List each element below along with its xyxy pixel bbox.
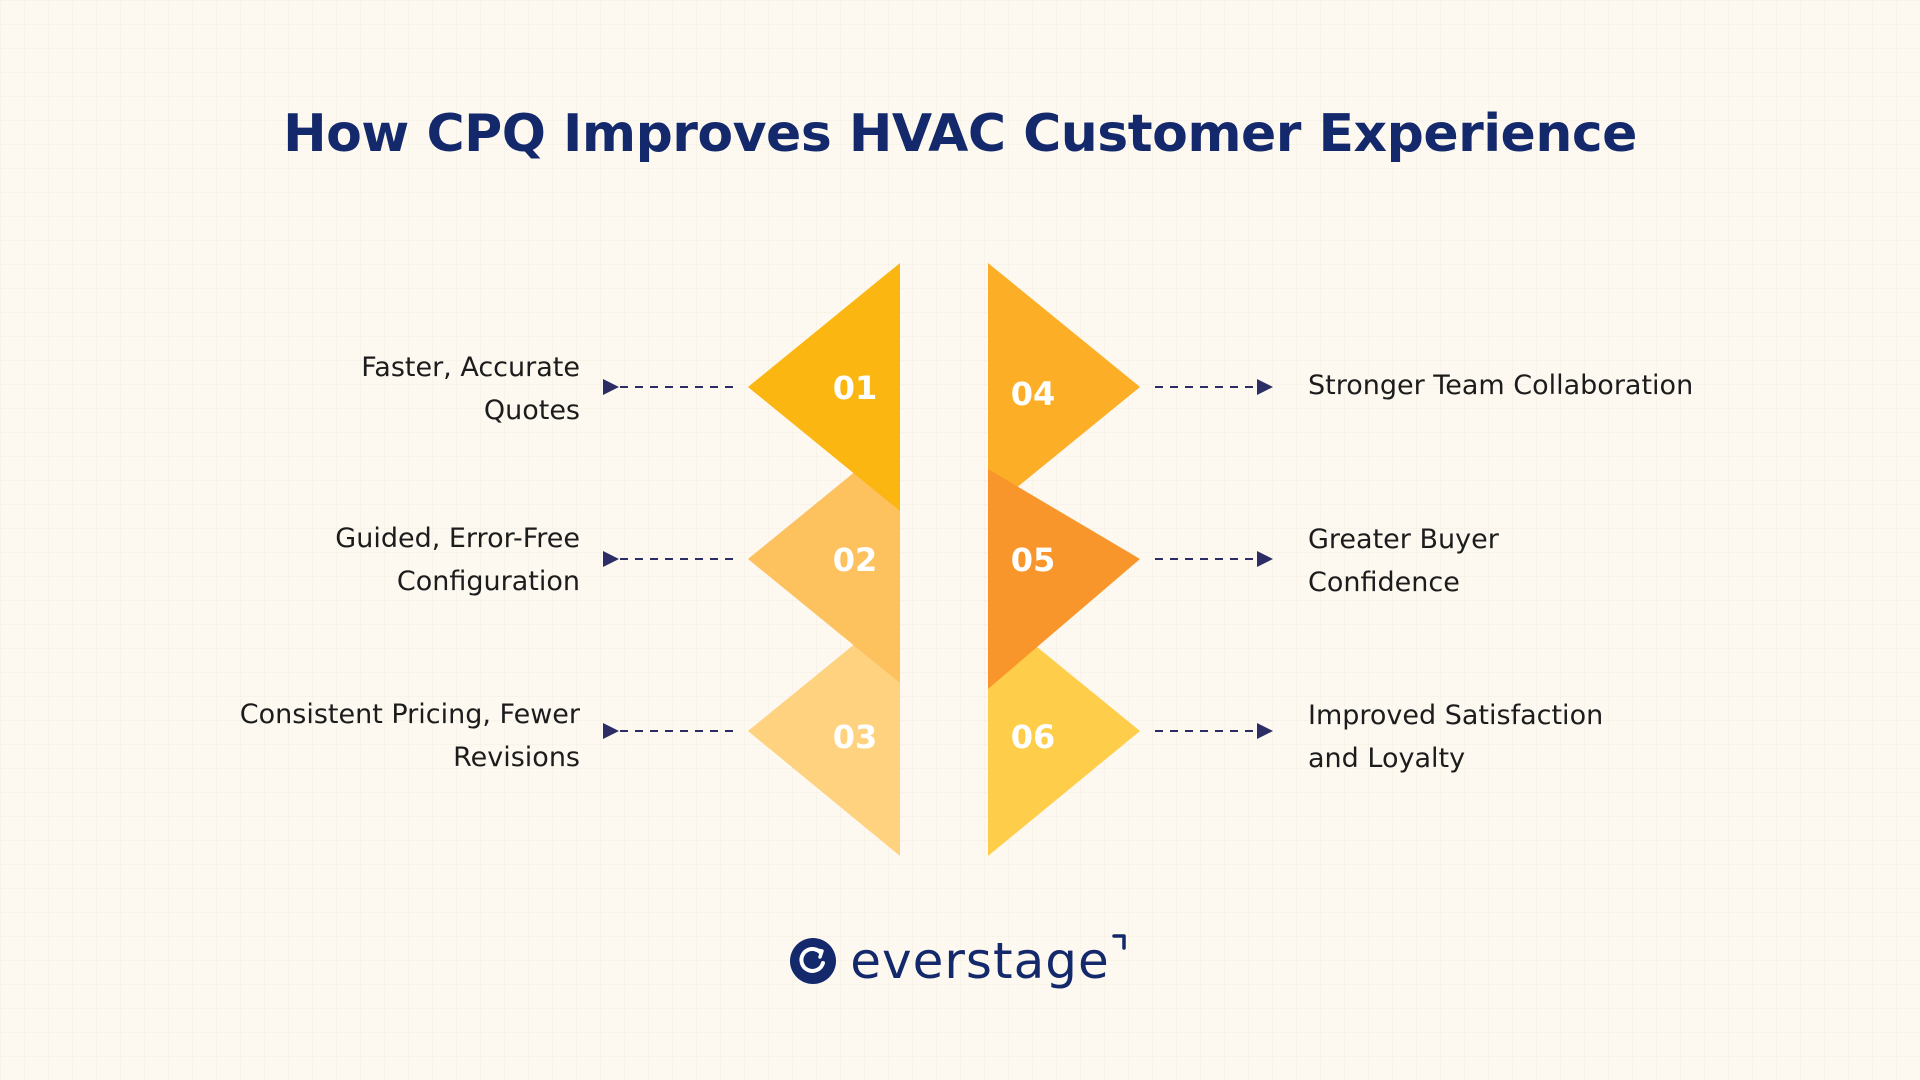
benefit-label-02: Guided, Error-Free Configuration	[160, 517, 580, 603]
brand-logo: everstage	[0, 932, 1920, 990]
triangle-01	[748, 263, 900, 511]
everstage-logo-icon	[790, 938, 837, 984]
benefit-label-01: Faster, Accurate Quotes	[160, 346, 580, 432]
benefit-02-line-1: Guided, Error-Free	[335, 523, 580, 554]
benefit-01-line-2: Quotes	[483, 395, 580, 426]
number-03: 03	[833, 718, 878, 756]
benefit-06-line-2: and Loyalty	[1308, 743, 1466, 774]
number-05: 05	[1011, 541, 1056, 579]
benefit-label-05: Greater Buyer Confidence	[1308, 518, 1768, 604]
triangle-06	[988, 607, 1140, 856]
benefit-06-line-1: Improved Satisfaction	[1308, 700, 1604, 731]
triangle-05	[988, 469, 1140, 689]
benefit-label-04: Stronger Team Collaboration	[1308, 364, 1768, 407]
page-title: How CPQ Improves HVAC Customer Experienc…	[283, 104, 1637, 164]
triangle-04	[988, 263, 1140, 511]
triangle-03	[748, 607, 900, 856]
benefit-03-line-1: Consistent Pricing, Fewer	[239, 699, 580, 730]
benefit-label-06: Improved Satisfaction and Loyalty	[1308, 694, 1768, 780]
number-06: 06	[1011, 718, 1056, 756]
benefit-02-line-2: Configuration	[396, 566, 580, 597]
benefit-04-line-1: Stronger Team Collaboration	[1308, 370, 1694, 401]
brand-accent-icon	[1111, 934, 1126, 950]
benefit-05-line-1: Greater Buyer	[1308, 524, 1499, 555]
number-04: 04	[1011, 375, 1056, 413]
number-02: 02	[833, 541, 878, 579]
benefit-label-03: Consistent Pricing, Fewer Revisions	[160, 693, 580, 779]
benefit-05-line-2: Confidence	[1308, 567, 1460, 598]
brand-name: everstage	[850, 932, 1110, 990]
benefit-01-line-1: Faster, Accurate	[361, 352, 580, 383]
number-01: 01	[833, 369, 878, 407]
benefit-03-line-2: Revisions	[453, 742, 580, 773]
triangle-02	[748, 435, 900, 683]
